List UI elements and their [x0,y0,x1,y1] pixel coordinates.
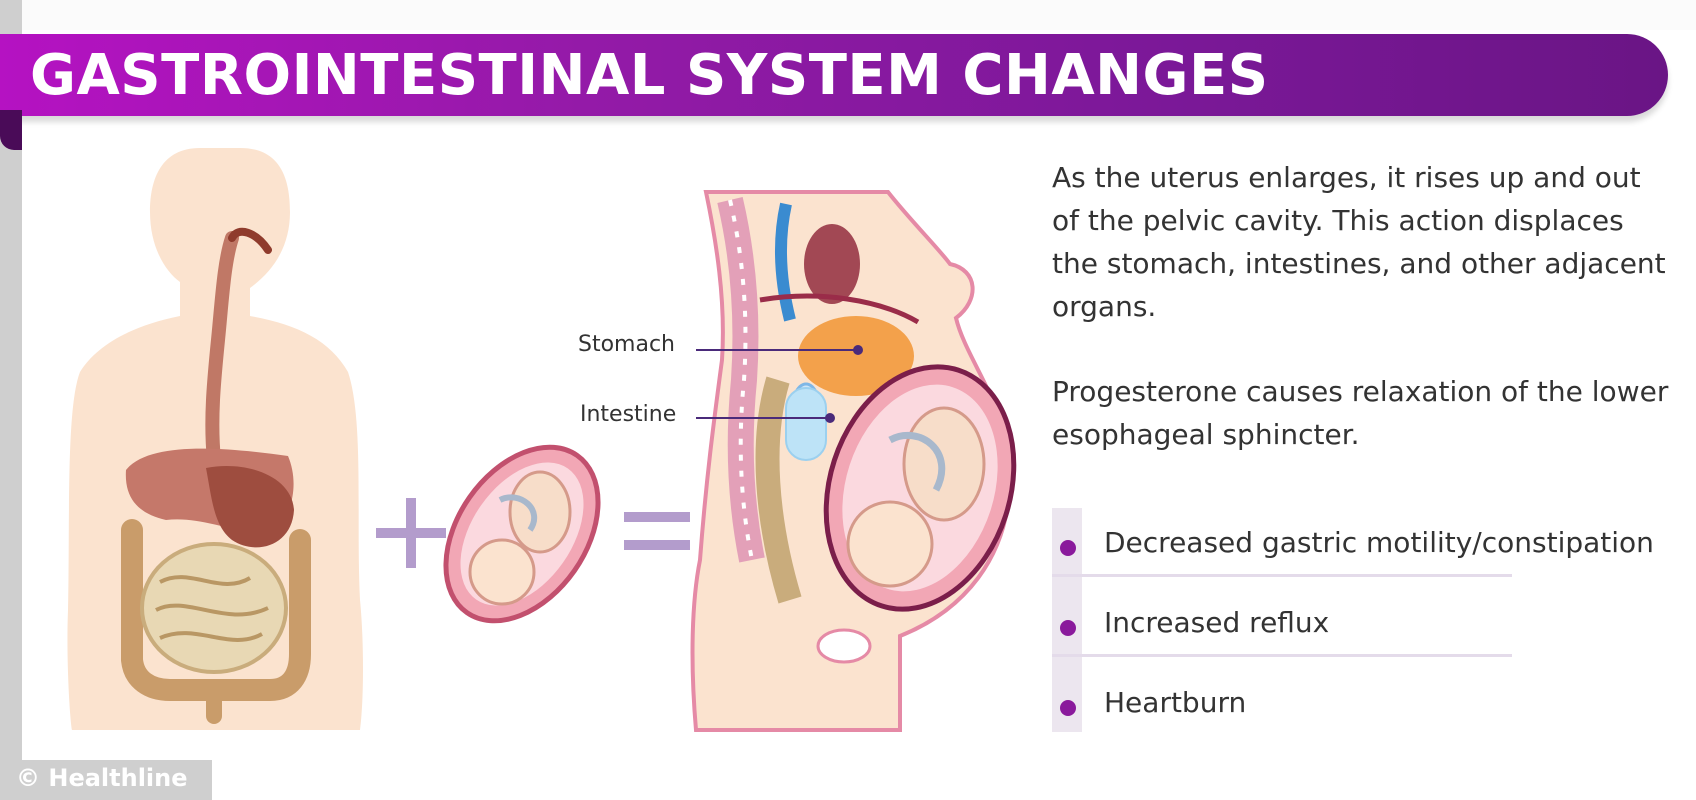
title-banner [0,34,1668,116]
list-divider [1052,654,1512,657]
intestine-pointer-dot [825,413,835,423]
esophagus [205,231,239,467]
mouth-tract [228,227,272,254]
displaced-intestines [755,376,802,604]
fetus-head [846,500,934,588]
bullet-icon [1060,700,1076,716]
banner-fold [0,110,22,150]
diaphragm [759,293,920,325]
list-item: Heartburn [1052,668,1672,748]
list-item-text: Heartburn [1104,686,1247,719]
credit-badge: © Healthline [0,760,212,800]
aorta [775,202,796,322]
pregnancy-cross-section [690,190,1017,732]
bladder [816,628,872,664]
bullet-icon [1060,540,1076,556]
spine [717,197,765,563]
equals-operator [624,512,690,550]
stomach-organ [206,465,294,548]
heart [804,224,860,304]
list-item-text: Decreased gastric motility/constipation [1104,526,1654,559]
stomach-pregnant [798,316,914,396]
stomach-label: Stomach [578,332,676,357]
description-paragraph-2: Progesterone causes relaxation of the lo… [1052,375,1669,451]
page-title: GASTROINTESTINAL SYSTEM CHANGES [30,43,1269,108]
fetus-uterus-illustration [443,444,601,624]
list-item: Increased reflux [1052,588,1672,668]
intestine-label: Intestine [580,402,677,427]
list-item: Decreased gastric motility/constipation [1052,508,1672,588]
list-divider [1052,574,1512,577]
top-background [0,0,1696,30]
intestine-highlight [785,387,827,461]
credit-text: © Healthline [16,764,188,792]
plus-operator [376,498,446,568]
intestine-coils [155,575,269,642]
bullet-icon [1060,620,1076,636]
human-digestive-illustration [67,148,363,730]
list-item-text: Increased reflux [1104,606,1330,639]
stomach-pointer-dot [853,345,863,355]
left-edge-bar [0,0,22,800]
description-paragraph-1: As the uterus enlarges, it rises up and … [1052,161,1666,323]
